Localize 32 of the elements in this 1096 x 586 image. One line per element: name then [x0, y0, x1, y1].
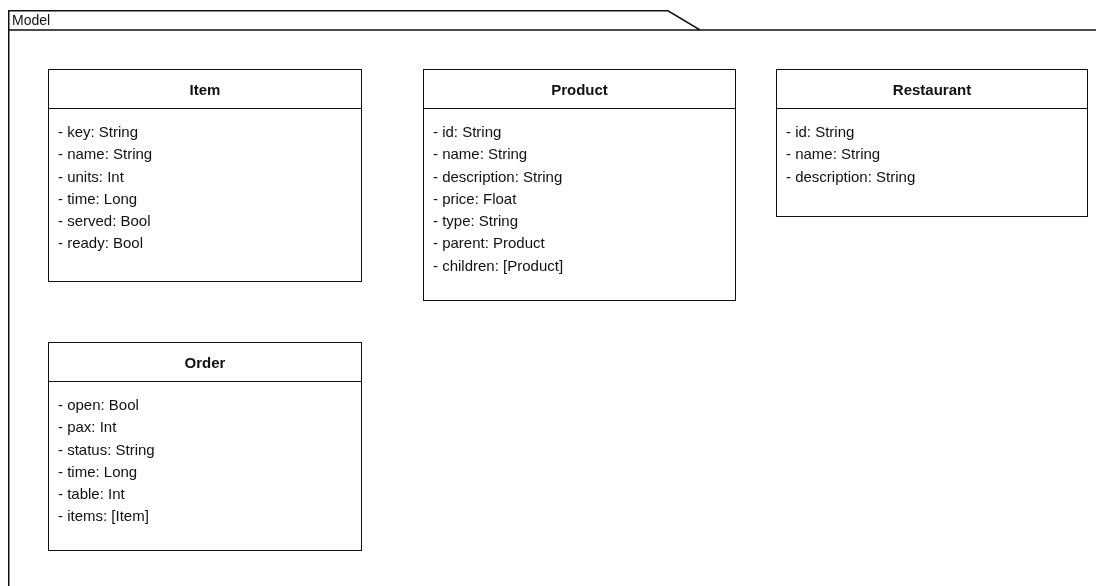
attribute-text: - pax: Int	[58, 417, 117, 438]
attribute-text: - table: Int	[58, 484, 125, 505]
class-box	[48, 342, 362, 551]
attribute-text: - type: String	[433, 211, 519, 232]
attribute-text: - price: Float	[433, 188, 517, 209]
attribute-text: - time: Long	[58, 188, 138, 209]
attribute-text: - time: Long	[58, 461, 138, 482]
class-name: Item	[189, 80, 221, 98]
attribute-text: - name: String	[58, 144, 153, 165]
attribute-text: - parent: Product	[433, 233, 545, 254]
attribute-text: - ready: Bool	[58, 233, 144, 254]
attribute-text: - name: String	[786, 144, 881, 165]
attribute-text: - description: String	[786, 166, 916, 187]
package-title: Model	[12, 11, 51, 29]
class-box	[423, 69, 736, 301]
class-box	[776, 69, 1088, 217]
attribute-text: - served: Bool	[58, 211, 151, 232]
package-frame	[8, 10, 1096, 586]
attribute-text: - name: String	[433, 144, 528, 165]
attribute-text: - children: [Product]	[433, 255, 564, 276]
class-name: Order	[184, 353, 226, 371]
class-name: Product	[551, 80, 608, 98]
class-box	[48, 69, 362, 282]
attribute-text: - items: [Item]	[58, 506, 149, 527]
attribute-text: - open: Bool	[58, 395, 139, 415]
attribute-text: - id: String	[433, 122, 502, 142]
attribute-text: - status: String	[58, 439, 155, 460]
attribute-text: - description: String	[433, 166, 563, 187]
attribute-text: - units: Int	[58, 166, 124, 187]
attribute-text: - id: String	[786, 122, 855, 142]
attribute-text: - key: String	[58, 122, 139, 142]
class-name: Restaurant	[892, 80, 972, 98]
